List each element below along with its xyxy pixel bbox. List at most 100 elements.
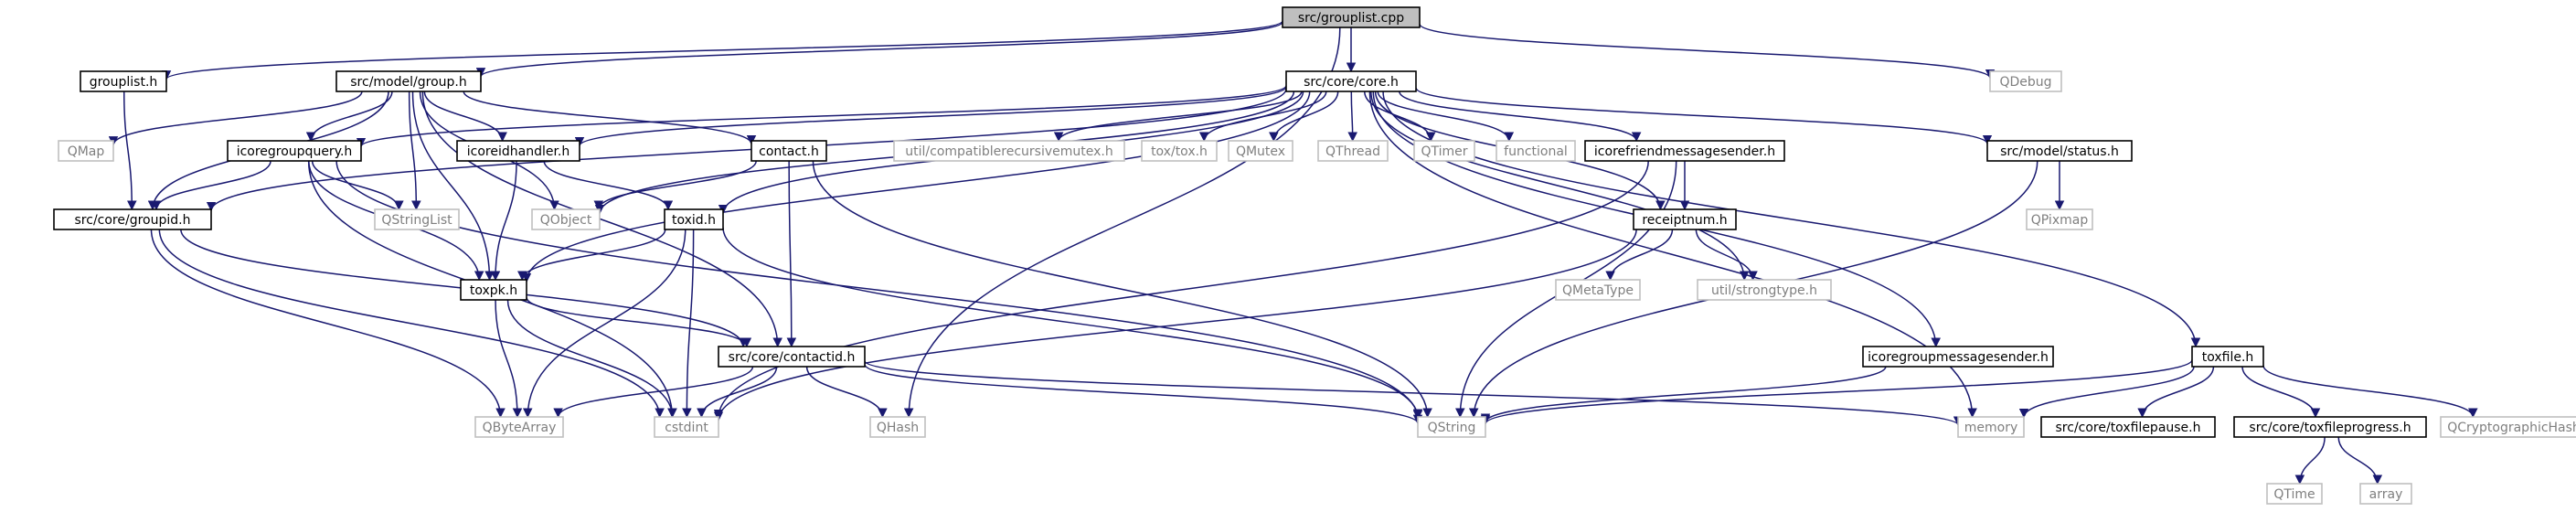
node-toxfilepause[interactable]: src/core/toxfilepause.h: [2040, 416, 2216, 438]
edge-group_h-to-qstringlist: [408, 91, 421, 211]
node-label: util/compatiblerecursivemutex.h: [905, 144, 1112, 159]
edge-contactid_h-to-qstring: [864, 364, 1423, 425]
node-box: [1957, 416, 2025, 438]
node-toxid-h[interactable]: toxid.h: [664, 208, 724, 230]
edge-core_h-to-icoreidhandler: [574, 86, 1287, 147]
node-toxpk-h[interactable]: toxpk.h: [460, 279, 527, 301]
node-qobject: QObject: [531, 208, 601, 230]
edge-grouplist_cpp-to-qdebug: [1419, 23, 1996, 80]
edge-core_h-to-status_h: [1415, 87, 1993, 145]
node-status-h[interactable]: src/model/status.h: [1986, 140, 2133, 162]
node-icorefriendmsg[interactable]: icorefriendmessagesender.h: [1584, 140, 1785, 162]
node-label: icorefriendmessagesender.h: [1594, 144, 1775, 159]
node-box: [2191, 346, 2264, 368]
edge-receiptnum_h-to-cstdint: [713, 229, 1637, 421]
node-memory: memory: [1957, 416, 2025, 438]
edge-core_h-to-strongtype: [1370, 91, 1750, 282]
node-label: toxfile.h: [2202, 350, 2254, 365]
node-label: QHash: [877, 421, 919, 435]
node-box: [750, 140, 827, 162]
node-icoregroupmsg[interactable]: icoregroupmessagesender.h: [1862, 346, 2054, 368]
edge-core_h-to-icoregroupquery: [357, 85, 1287, 148]
node-toxfileprogress[interactable]: src/core/toxfileprogress.h: [2233, 416, 2427, 438]
node-label: src/core/contactid.h: [729, 350, 856, 365]
node-label: QMutex: [1236, 144, 1285, 159]
edge-toxid_h-to-qstring: [722, 227, 1423, 419]
node-qtime: QTime: [2266, 483, 2323, 505]
node-group-h[interactable]: src/model/group.h: [335, 70, 482, 92]
edge-grouplist_cpp-to-grouplist_h: [162, 20, 1283, 80]
node-label: QCryptographicHash: [2447, 421, 2576, 435]
node-label: QStringList: [381, 213, 452, 228]
node-label: src/core/groupid.h: [75, 213, 191, 228]
node-box: [1282, 6, 1421, 28]
edge-grouplist_cpp-to-group_h: [476, 21, 1283, 78]
node-label: util/strongtype.h: [1711, 283, 1817, 298]
edge-core_h-to-qtimer: [1364, 91, 1436, 143]
node-label: QThread: [1325, 144, 1380, 159]
node-box: [1496, 140, 1576, 162]
node-toxtox: tox/tox.h: [1141, 140, 1218, 162]
node-label: src/core/toxfileprogress.h: [2249, 421, 2411, 435]
node-strongtype: util/strongtype.h: [1697, 279, 1832, 301]
node-qstring: QString: [1417, 416, 1486, 438]
node-box: [718, 346, 866, 368]
edge-toxfile_h-to-memory: [2018, 366, 2195, 419]
nodes-layer: src/grouplist.cpp grouplist.h src/model/gr…: [53, 6, 2576, 505]
node-box: [893, 140, 1125, 162]
node-core-h[interactable]: src/core/core.h: [1285, 70, 1417, 92]
node-qtimer: QTimer: [1413, 140, 1475, 162]
node-box: [664, 208, 724, 230]
node-box: [2233, 416, 2427, 438]
node-icoreidhandler[interactable]: icoreidhandler.h: [456, 140, 580, 162]
node-label: QMetaType: [1562, 283, 1634, 298]
node-groupid-h[interactable]: src/core/groupid.h: [53, 208, 212, 230]
edge-toxid_h-to-qbytearray: [523, 229, 687, 419]
node-grouplist-cpp[interactable]: src/grouplist.cpp: [1282, 6, 1421, 28]
edge-core_h-to-functional: [1377, 91, 1514, 143]
edge-groupid_h-to-qbytearray: [150, 229, 506, 419]
node-box: [2266, 483, 2323, 505]
node-box: [456, 140, 580, 162]
node-grouplist-h[interactable]: grouplist.h: [80, 70, 167, 92]
node-array: array: [2359, 483, 2412, 505]
node-box: [1228, 140, 1293, 162]
node-qmetatype: QMetaType: [1555, 279, 1641, 301]
edge-icoregroupquery-to-groupid_h: [151, 160, 271, 211]
node-box: [1555, 279, 1641, 301]
node-box: [1141, 140, 1218, 162]
edge-grouplist_h-to-groupid_h: [122, 91, 137, 211]
node-box: [1413, 140, 1475, 162]
node-functional: functional: [1496, 140, 1576, 162]
node-qpixmap: QPixmap: [2026, 208, 2093, 230]
node-box: [531, 208, 601, 230]
node-receiptnum-h[interactable]: receiptnum.h: [1633, 208, 1737, 230]
node-icoregroupquery[interactable]: icoregroupquery.h: [227, 140, 362, 162]
node-contact-h[interactable]: contact.h: [750, 140, 827, 162]
edge-toxfileprogress-to-qtime: [2294, 436, 2326, 485]
node-label: QDebug: [1999, 75, 2051, 90]
node-box: [2026, 208, 2093, 230]
edge-contactid_h-to-qhash: [805, 366, 888, 419]
edge-contact_h-to-contactid_h: [786, 160, 797, 348]
node-cstdint: cstdint: [654, 416, 719, 438]
node-qbytearray: QByteArray: [474, 416, 564, 438]
node-box: [2359, 483, 2412, 505]
node-box: [1285, 70, 1417, 92]
node-box: [1862, 346, 2054, 368]
node-label: toxpk.h: [470, 283, 517, 298]
node-label: array: [2369, 487, 2403, 502]
node-qstringlist: QStringList: [374, 208, 460, 230]
edge-group_h-to-icoreidhandler: [423, 91, 507, 143]
node-qmap: QMap: [58, 140, 114, 162]
edge-toxpk_h-to-cstdint: [506, 299, 677, 419]
node-contactid-h[interactable]: src/core/contactid.h: [718, 346, 866, 368]
edge-core_h-to-qthread: [1347, 91, 1357, 143]
node-label: functional: [1504, 144, 1568, 159]
node-label: toxid.h: [672, 213, 716, 228]
edge-toxfile_h-to-toxfileprogress: [2241, 366, 2321, 419]
node-label: QByteArray: [483, 421, 557, 435]
edge-group_h-to-contact_h: [463, 91, 757, 145]
node-qmutex: QMutex: [1228, 140, 1293, 162]
node-toxfile-h[interactable]: toxfile.h: [2191, 346, 2264, 368]
